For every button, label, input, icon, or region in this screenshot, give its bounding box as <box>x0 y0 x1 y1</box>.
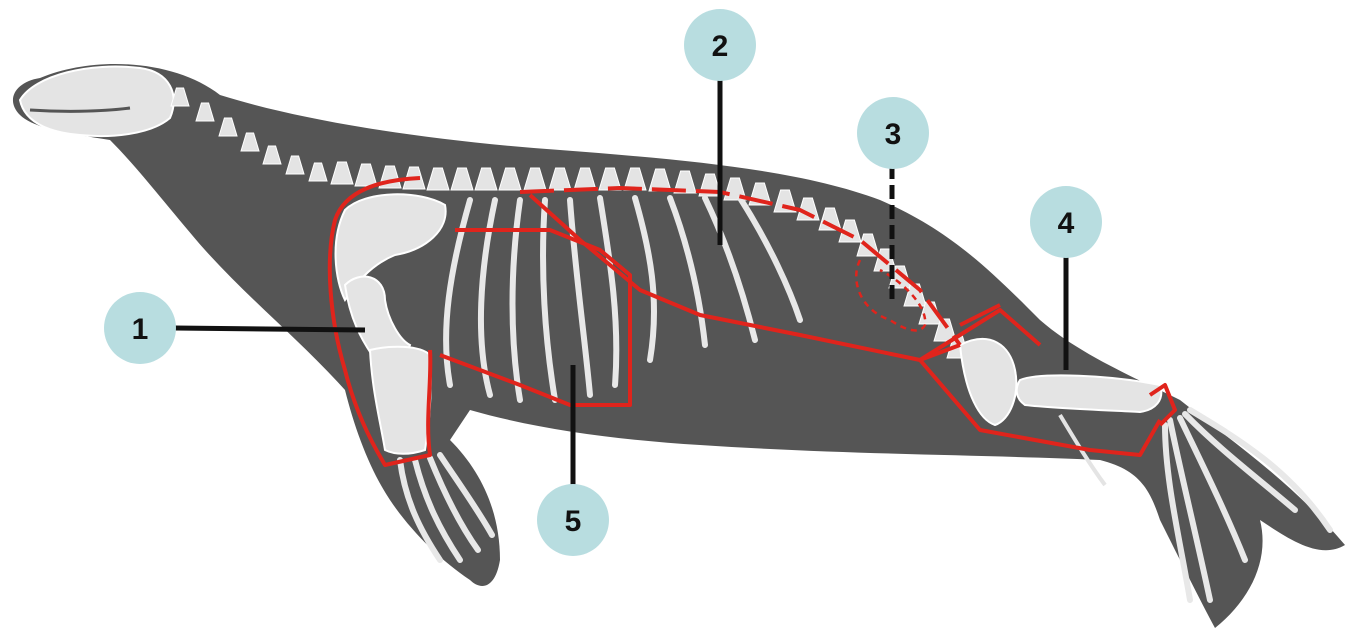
callout-2: 2 <box>684 9 756 81</box>
callout-1: 1 <box>104 292 176 364</box>
callout-4-number: 4 <box>1058 207 1075 240</box>
callout-1-number: 1 <box>132 313 149 346</box>
femur <box>1017 375 1162 412</box>
callout-3-number: 3 <box>885 118 902 151</box>
callout-5-number: 5 <box>565 505 582 538</box>
callout-2-number: 2 <box>712 30 729 63</box>
callout-3: 3 <box>857 97 929 169</box>
callout-5: 5 <box>537 484 609 556</box>
callout-4: 4 <box>1030 186 1102 258</box>
seal-body-silhouette <box>13 64 1345 628</box>
seal-body <box>13 64 1345 628</box>
leader-line-1 <box>175 328 365 330</box>
